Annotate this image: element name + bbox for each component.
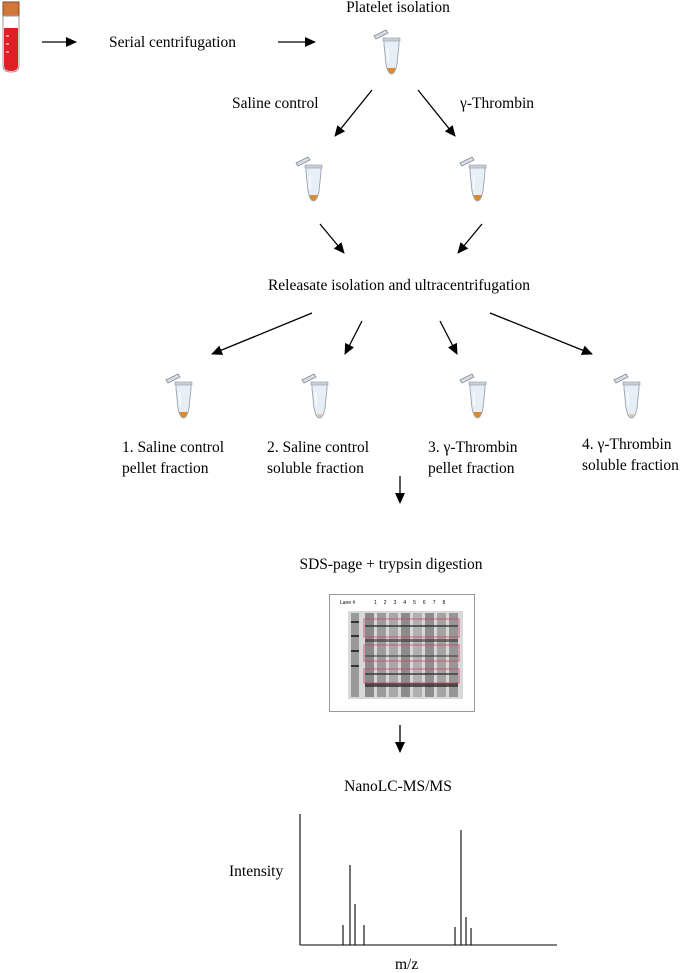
- gel-lane-numbers: 1 2 3 4 5 6 7 8: [374, 600, 445, 606]
- tube-icon-saline: [295, 156, 323, 202]
- spectrum-ylabel: Intensity: [229, 863, 284, 880]
- step-sds-page: SDS-page + trypsin digestion: [299, 556, 483, 573]
- tube-icon-platelet: [373, 29, 401, 75]
- gel-lane-7: 7: [432, 600, 436, 606]
- fraction-3-label: 3. γ-Thrombin pellet fraction: [428, 437, 518, 479]
- arrow-to-fraction-2: [344, 320, 363, 355]
- tube-icon-thrombin: [459, 156, 487, 202]
- arrow-to-thrombin: [417, 89, 456, 137]
- step-serial-centrifugation: Serial centrifugation: [109, 34, 236, 51]
- fraction-2-line1: 2. Saline control: [267, 439, 370, 456]
- arrow-to-fraction-4: [489, 312, 593, 355]
- mass-spectrum: [299, 814, 557, 946]
- gel-lane-header: Lane #: [340, 600, 356, 606]
- fraction-4-line2: soluble fraction: [582, 457, 679, 474]
- fraction-1-label: 1. Saline control pellet fraction: [122, 437, 224, 479]
- spectrum-xlabel: m/z: [395, 956, 419, 973]
- fraction-3-line1: 3. γ-Thrombin: [428, 439, 518, 456]
- fraction-4-label: 4. γ-Thrombin soluble fraction: [582, 434, 679, 476]
- tube-icon-fraction-1: [165, 373, 193, 419]
- step-releasate-isolation: Releasate isolation and ultracentrifugat…: [267, 277, 531, 294]
- fraction-1-line1: 1. Saline control: [122, 439, 225, 456]
- gel-lane-4: 4: [403, 600, 407, 606]
- arrow-thrombin-to-releasate: [457, 223, 483, 254]
- step-nanolc: NanoLC-MS/MS: [344, 778, 452, 795]
- gel-image: Lane # 1 2 3 4 5 6 7 8: [329, 594, 475, 712]
- branch-thrombin: γ-Thrombin: [460, 95, 535, 112]
- gel-lane-3: 3: [393, 600, 397, 606]
- tube-icon-fraction-3: [459, 373, 487, 419]
- gel-lane-1: 1: [374, 600, 377, 606]
- fraction-4-line1: 4. γ-Thrombin: [582, 436, 672, 453]
- gel-lane-8: 8: [442, 600, 446, 606]
- fraction-3-line2: pellet fraction: [428, 460, 515, 477]
- tube-icon-fraction-4: [613, 373, 641, 419]
- arrow-to-saline: [334, 89, 373, 137]
- gel-lane-2: 2: [383, 600, 387, 606]
- gel-lane-6: 6: [422, 600, 426, 606]
- fraction-2-line2: soluble fraction: [267, 460, 364, 477]
- step-platelet-isolation: Platelet isolation: [346, 0, 450, 16]
- arrow-to-fraction-1: [211, 312, 313, 355]
- arrow-saline-to-releasate: [319, 223, 345, 254]
- fraction-1-line2: pellet fraction: [122, 460, 209, 477]
- fraction-2-label: 2. Saline control soluble fraction: [267, 437, 369, 479]
- arrow-to-fraction-3: [439, 320, 458, 355]
- gel-lane-5: 5: [413, 600, 416, 606]
- tube-icon-fraction-2: [301, 373, 329, 419]
- blood-tube-icon: [2, 1, 20, 73]
- branch-saline-control: Saline control: [232, 95, 319, 112]
